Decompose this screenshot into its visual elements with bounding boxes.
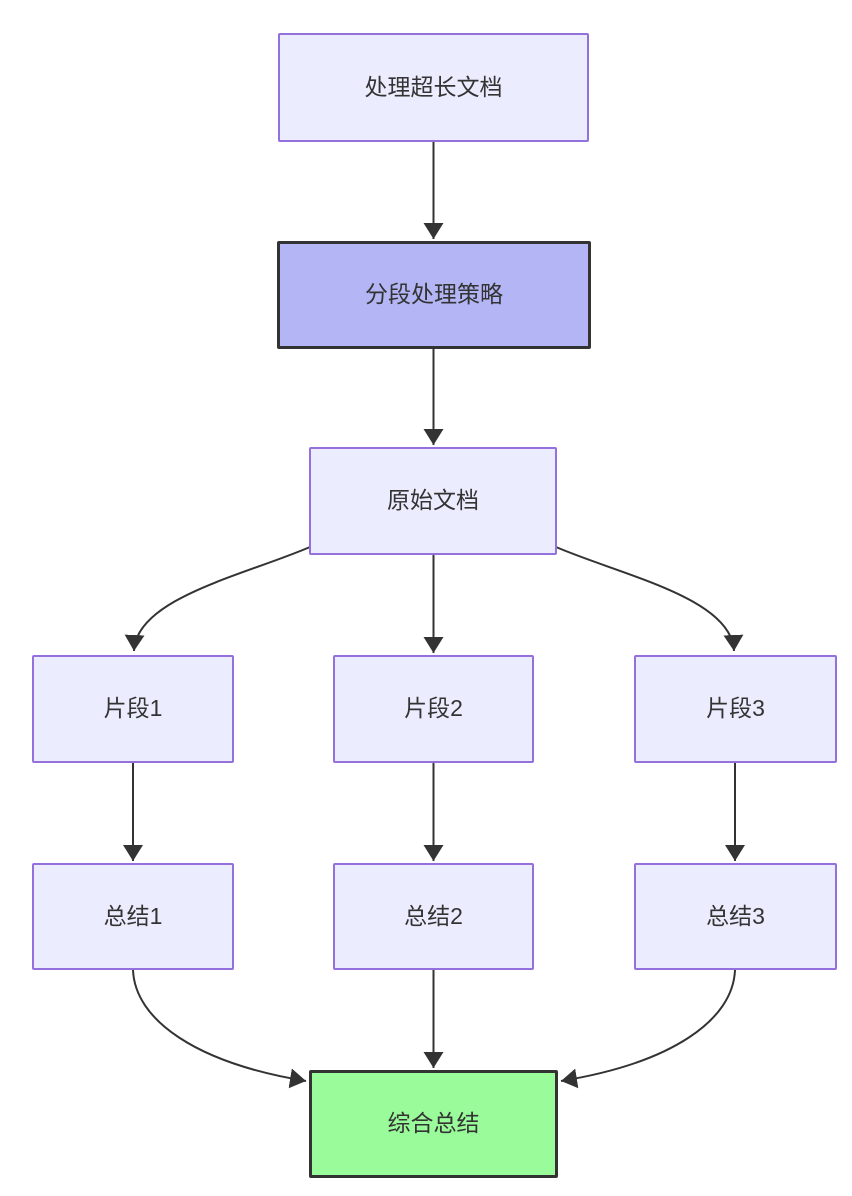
node-label: 原始文档 — [387, 487, 479, 514]
edge-e1-f — [132, 969, 307, 1089]
node-summary-3: 总结3 — [634, 863, 837, 970]
node-label: 处理超长文档 — [364, 73, 503, 100]
node-label: 综合总结 — [387, 1110, 480, 1137]
node-segmentation-strategy: 分段处理策略 — [277, 241, 591, 349]
edge-c-d3 — [555, 546, 744, 652]
node-fragment-1: 片段1 — [32, 655, 234, 763]
node-process-long-document: 处理超长文档 — [278, 33, 589, 142]
node-summary-2: 总结2 — [333, 863, 534, 970]
node-original-document: 原始文档 — [309, 447, 557, 555]
node-label: 片段2 — [404, 695, 463, 722]
node-label: 片段3 — [706, 695, 765, 722]
node-final-summary: 综合总结 — [309, 1070, 558, 1178]
node-label: 分段处理策略 — [365, 281, 503, 308]
node-label: 片段1 — [103, 695, 163, 722]
node-fragment-2: 片段2 — [333, 655, 534, 763]
edge-c-d1 — [124, 546, 311, 652]
edge-e3-f — [560, 969, 736, 1089]
node-label: 总结1 — [103, 902, 163, 929]
node-fragment-3: 片段3 — [634, 655, 837, 763]
node-label: 总结2 — [404, 902, 463, 929]
node-label: 总结3 — [706, 902, 765, 929]
node-summary-1: 总结1 — [32, 863, 234, 970]
